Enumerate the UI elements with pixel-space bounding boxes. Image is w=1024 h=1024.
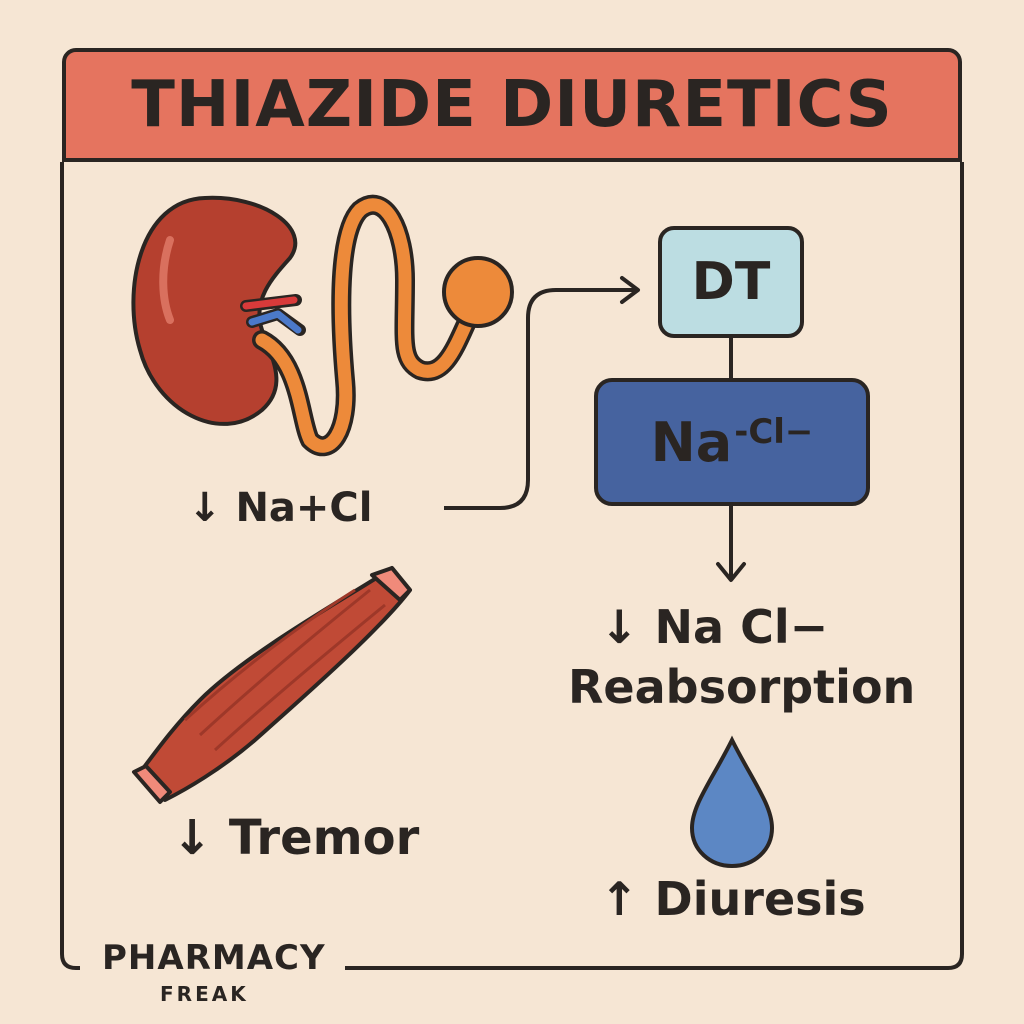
droplet-icon — [689, 735, 775, 869]
brand-name: PHARMACY — [102, 938, 326, 978]
na-cl-box-label: Na-Cl− — [596, 380, 868, 504]
page-title: THIAZIDE DIURETICS — [131, 68, 893, 142]
nacl-label: ↓ Na+Cl — [188, 485, 373, 531]
connector-arrowhead — [620, 276, 640, 304]
diuresis-label: ↑ Diuresis — [600, 872, 866, 926]
na-text: Na — [650, 410, 733, 474]
muscle-icon — [132, 566, 412, 804]
connector-arrow — [444, 288, 636, 510]
reabsorption-label-line2: Reabsorption — [568, 660, 916, 714]
reabsorption-label-line1: ↓ Na Cl− — [600, 600, 829, 654]
down-arrowhead — [716, 562, 746, 582]
kidney-icon — [131, 195, 306, 426]
tremor-label: ↓ Tremor — [172, 810, 420, 866]
nephron-tubule-icon — [252, 194, 514, 457]
brand-subname: FREAK — [160, 982, 249, 1006]
title-bar: THIAZIDE DIURETICS — [62, 48, 962, 162]
dt-box-label: DT — [691, 252, 771, 312]
cl-superscript: -Cl− — [734, 412, 814, 452]
outer-frame — [60, 162, 964, 970]
